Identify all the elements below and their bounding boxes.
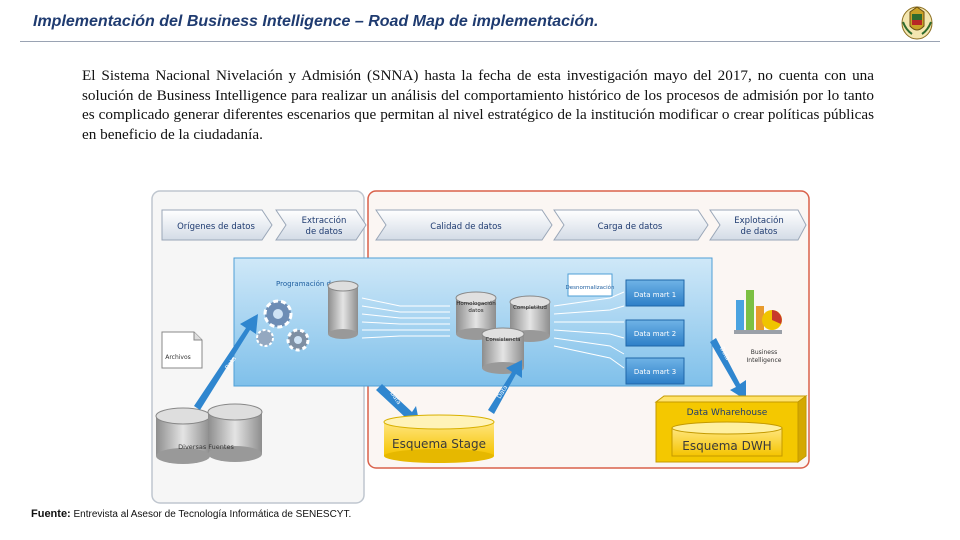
page-title: Implementación del Business Intelligence… (33, 13, 599, 30)
stage-label-explotacion-2: de datos (741, 227, 778, 237)
data-mart-3 (625, 357, 685, 385)
data-mart-3-label: Data mart 3 (634, 368, 676, 376)
data-mart-2-label: Data mart 2 (634, 330, 676, 338)
stage-chevron-carga (553, 209, 709, 241)
stage-chevron-extraccion (275, 209, 367, 241)
institution-logo-icon (901, 6, 933, 40)
stage-chevron-origenes (161, 209, 273, 241)
source-note: Fuente: Entrevista al Asesor de Tecnolog… (31, 508, 351, 520)
desnormalizacion-label: Desnormalización (566, 284, 615, 291)
source-text: Entrevista al Asesor de Tecnología Infor… (73, 509, 352, 520)
data-arrow-up (194, 314, 258, 410)
bi-label-1: Business (751, 349, 777, 356)
diversas-fuentes-label: Diversas Fuentes (178, 443, 234, 451)
etl-database-icon (327, 280, 359, 339)
homologacion-label-1: Homologación (456, 300, 496, 307)
intro-paragraph: El Sistema Nacional Nivelación y Admisió… (82, 67, 874, 143)
stage-chevron-explotacion (709, 209, 807, 241)
warehouse-label: Data Wharehouse (687, 408, 768, 418)
stage-database-icon (383, 414, 495, 463)
etl-label: Programación de ETLs (276, 280, 354, 288)
data-mart-2 (625, 319, 685, 347)
data-arrow-down (376, 384, 420, 426)
archivos-label: Archivos (165, 354, 191, 361)
stage-label-extraccion-2: de datos (306, 227, 343, 237)
data-mart-1-label: Data mart 1 (634, 291, 676, 299)
stage-chevron-calidad (375, 209, 553, 241)
stage-label-calidad: Calidad de datos (430, 222, 502, 232)
dwh-database-icon (671, 421, 783, 457)
desnormalizacion-doc (567, 273, 613, 297)
document-icon (161, 331, 203, 369)
stage-db-label: Esquema Stage (392, 437, 486, 451)
consistencia-label: Consistencia (486, 337, 521, 343)
bi-label-2: Intelligence (747, 357, 782, 364)
flow-lines-right (553, 291, 625, 369)
source-databases-icon (155, 403, 263, 464)
dwh-db-label: Esquema DWH (682, 439, 771, 453)
gears-icon (256, 299, 310, 352)
flow-lines-left (361, 297, 450, 339)
completitud-label: Completitud (513, 305, 547, 311)
stage-label-explotacion-1: Explotación (734, 215, 784, 226)
source-label: Fuente: (31, 508, 71, 520)
bi-chart-icon (734, 290, 782, 334)
homologacion-label-2: datos (468, 308, 483, 314)
stage-label-carga: Carga de datos (598, 222, 663, 232)
stage-label-origenes: Orígenes de datos (177, 222, 255, 232)
stage-label-extraccion-1: Extracción (302, 215, 347, 226)
data-arrow-bi (710, 338, 746, 400)
title-divider (20, 41, 940, 42)
bi-architecture-diagram: Orígenes de datos Extracción de datos Ca… (151, 190, 810, 504)
data-mart-1 (625, 279, 685, 307)
data-arrow-stage-up (488, 360, 522, 414)
